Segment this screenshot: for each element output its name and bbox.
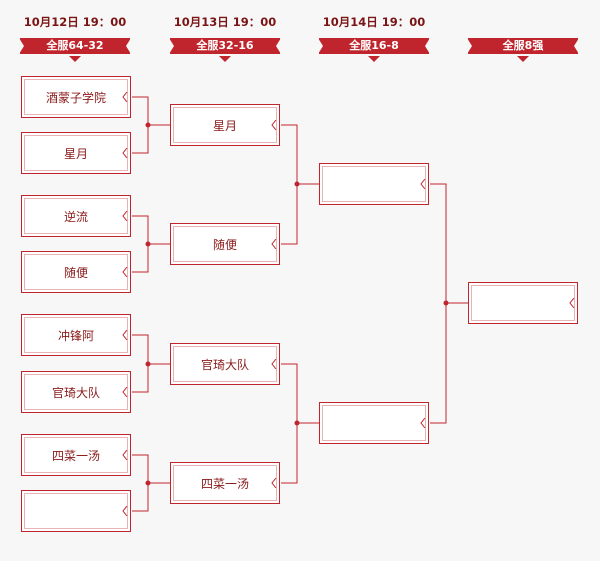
round1-slot-5[interactable]: 冲锋阿 [21,314,131,356]
team-name: 随便 [212,237,237,252]
round1-slot-4[interactable]: 随便 [21,251,131,293]
round1-slot-2[interactable]: 星月 [21,132,131,174]
round2-slot-4[interactable]: 四菜一汤 [170,462,280,504]
round-header-2: 10月13日 19：00 全服32-16 [169,14,281,62]
team-name: 酒蒙子学院 [45,90,106,105]
round1-slot-1[interactable]: 酒蒙子学院 [21,76,131,118]
round-label: 全服64-32 [19,38,131,54]
team-name: 官琦大队 [51,385,100,400]
notch-icon [122,387,128,397]
round3-slot-1[interactable] [319,163,429,205]
round-label: 全服8强 [467,38,579,54]
notch-icon [122,148,128,158]
notch-icon [122,211,128,221]
notch-icon [122,450,128,460]
team-name: 冲锋阿 [57,328,94,343]
round1-slot-7[interactable]: 四菜一汤 [21,434,131,476]
team-name: 星月 [63,146,88,161]
round-time: 10月14日 19：00 [322,15,426,29]
round1-slot-3[interactable]: 逆流 [21,195,131,237]
team-name: 四菜一汤 [51,448,100,463]
notch-icon [420,418,426,428]
notch-icon [122,330,128,340]
notch-icon [569,298,575,308]
round2-slot-3[interactable]: 官琦大队 [170,343,280,385]
round-time: 10月13日 19：00 [173,15,277,29]
round2-slot-1[interactable]: 星月 [170,104,280,146]
notch-icon [420,179,426,189]
round-label: 全服16-8 [318,38,430,54]
round-time: 10月12日 19：00 [23,15,127,29]
team-name: 逆流 [63,209,88,224]
round1-slot-6[interactable]: 官琦大队 [21,371,131,413]
notch-icon [271,478,277,488]
down-arrow-icon [219,56,231,62]
notch-icon [271,359,277,369]
round3-slot-2[interactable] [319,402,429,444]
round1-slot-8[interactable] [21,490,131,532]
notch-icon [271,120,277,130]
round-header-4: 全服8强 [467,14,579,62]
team-name: 星月 [212,118,237,133]
down-arrow-icon [517,56,529,62]
team-name: 随便 [63,265,88,280]
notch-icon [122,506,128,516]
round4-slot-1[interactable] [468,282,578,324]
round-header-3: 10月14日 19：00 全服16-8 [318,14,430,62]
notch-icon [122,92,128,102]
notch-icon [271,239,277,249]
team-name: 官琦大队 [200,357,249,372]
team-name: 四菜一汤 [200,476,249,491]
round-header-1: 10月12日 19：00 全服64-32 [19,14,131,62]
round-label: 全服32-16 [169,38,281,54]
down-arrow-icon [368,56,380,62]
notch-icon [122,267,128,277]
round2-slot-2[interactable]: 随便 [170,223,280,265]
down-arrow-icon [69,56,81,62]
